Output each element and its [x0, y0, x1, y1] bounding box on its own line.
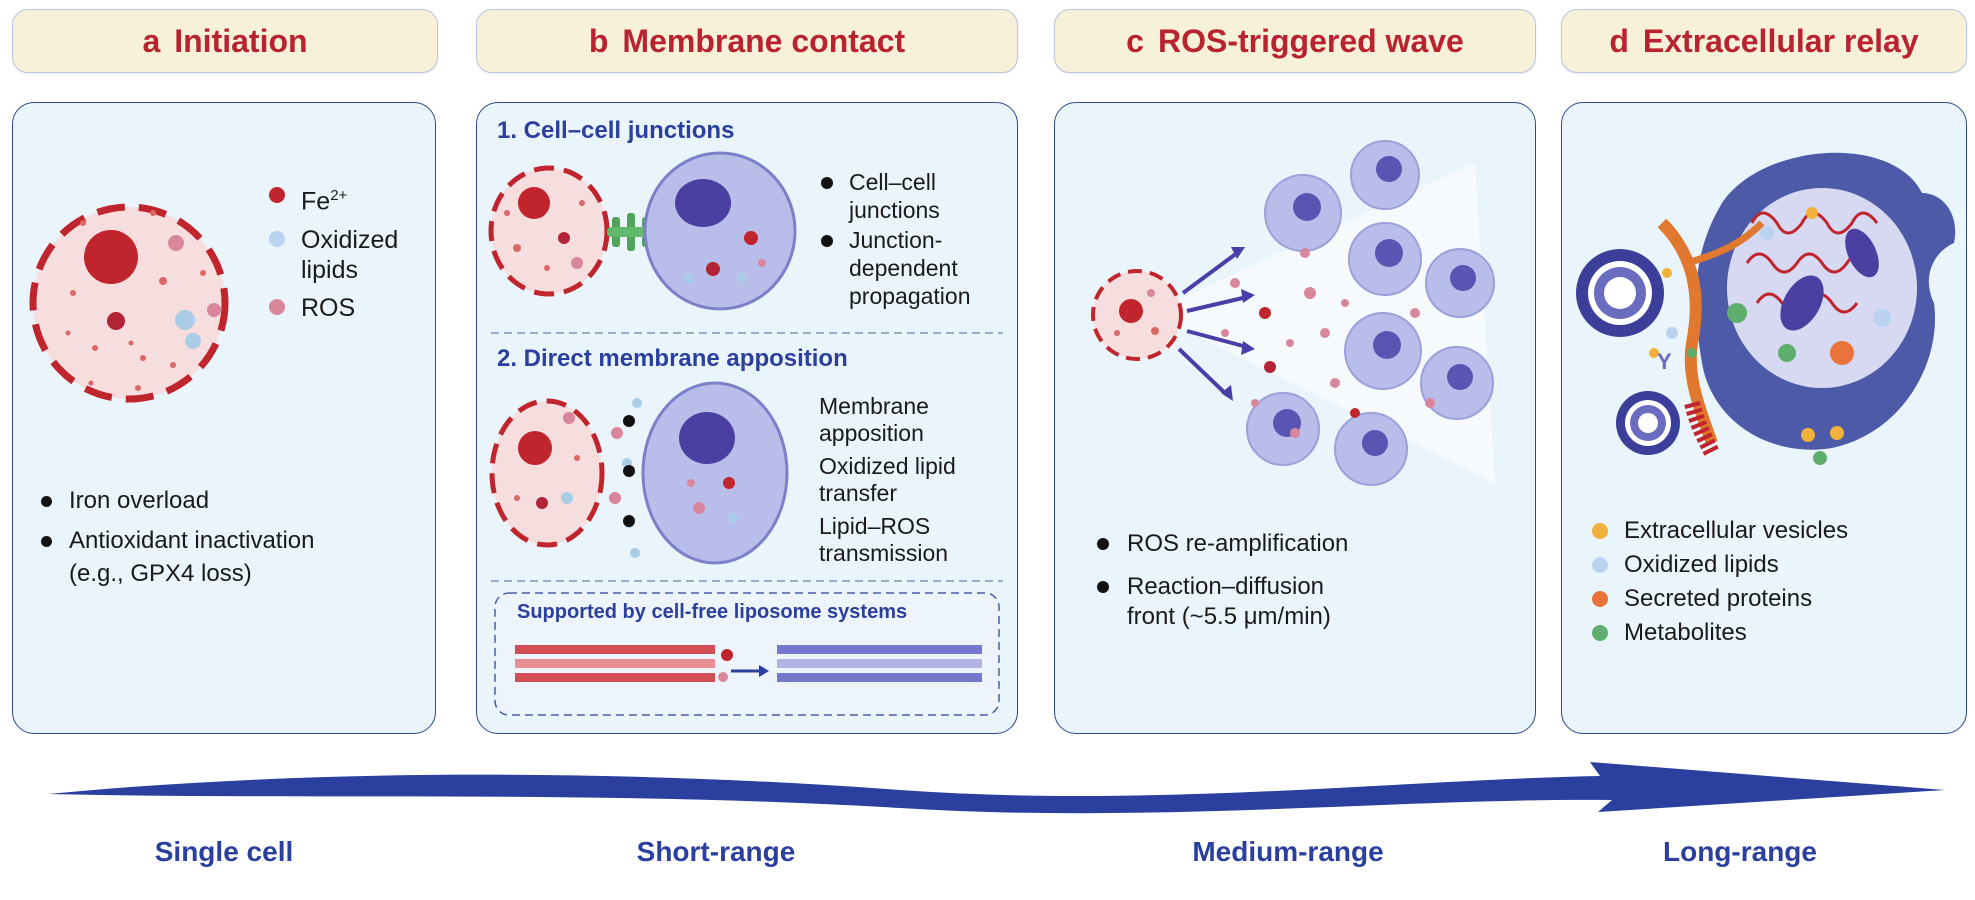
s1-bullet1-l1: Cell–cell [849, 169, 936, 195]
panel-b-header: b Membrane contact [476, 9, 1018, 73]
ros-wave-illustration [1091, 140, 1495, 593]
s1-bullet2-l1: Junction- [849, 227, 943, 253]
scale-label-medium-range: Medium-range [1192, 836, 1384, 867]
legend-metabolites: Metabolites [1624, 619, 1747, 646]
bullet-reaction-diffusion: Reaction–diffusion [1127, 573, 1325, 600]
s2-bullet3-l2: transmission [819, 540, 949, 566]
s2-bullet3-l1: Lipid–ROS [819, 513, 931, 539]
legend-extracellular-vesicles: Extracellular vesicles [1624, 517, 1849, 544]
panel-d-header: d Extracellular relay [1561, 9, 1967, 73]
panel-c-title: ROS-triggered wave [1157, 22, 1464, 59]
panel-b-title: Membrane contact [622, 22, 906, 59]
extracellular-relay-illustration: Y [1576, 152, 1956, 641]
legend-oxidized-lipids: Oxidized lipids [1624, 551, 1779, 578]
purple-bilayer [777, 645, 982, 682]
s2-bullet2-l2: transfer [819, 480, 897, 506]
bullet-antioxidant: Antioxidant inactivation [40, 527, 315, 554]
s2-bullet1-l2: apposition [819, 420, 924, 446]
bullet-antioxidant-cont: (e.g., GPX4 loss) [69, 560, 252, 587]
legend-secreted-proteins: Secreted proteins [1624, 585, 1813, 612]
panel-d-title: Extracellular relay [1642, 22, 1919, 59]
section1-title: 1. Cell–cell junctions [497, 117, 735, 144]
s2-bullet1-l1: Membrane [819, 393, 929, 419]
panel-c-header: c ROS-triggered wave [1054, 9, 1536, 73]
legend-lipids: lipids [301, 256, 358, 284]
panel-b-letter: b [588, 22, 609, 59]
panel-a-title: Initiation [174, 22, 308, 59]
junction-cells-illustration [488, 151, 1003, 716]
panel-a-letter: a [142, 22, 161, 59]
s1-bullet2-l3: propagation [849, 283, 971, 309]
legend-oxidized: Oxidized [301, 226, 399, 254]
section2-title: 2. Direct membrane apposition [497, 345, 848, 372]
bullet-iron-overload: Iron overload [40, 487, 210, 514]
panel-c-ros-wave: ROS re-amplification Reaction–diffusion … [1054, 102, 1536, 734]
red-bilayer [515, 645, 715, 682]
s1-bullet1-l2: junctions [849, 197, 940, 223]
fe-superscript: 2+ [330, 187, 348, 204]
s1-bullet2-l2: dependent [849, 255, 958, 281]
panel-d-extracellular-relay: Y Extracellular vesicles Oxidized lipids… [1561, 102, 1967, 734]
scale-label-long-range: Long-range [1663, 836, 1817, 867]
scale-label-single-cell: Single cell [154, 836, 294, 867]
legend-fe: Fe2+ [301, 187, 348, 216]
bullet-ros-reamplification: ROS re-amplification [1127, 530, 1349, 557]
ferroptotic-cell-a [29, 187, 285, 403]
panel-a-initiation: Fe2+ Oxidized lipids ROS Iron overload A… [12, 102, 436, 734]
svg-text:Y: Y [1657, 349, 1672, 374]
s2-bullet2-l1: Oxidized lipid [819, 453, 956, 479]
panel-d-letter: d [1609, 22, 1629, 59]
panel-b-membrane-contact: 1. Cell–cell junctions [476, 102, 1018, 734]
scale-label-short-range: Short-range [636, 836, 796, 867]
legend-ros: ROS [301, 294, 356, 322]
liposome-title: Supported by cell-free liposome systems [517, 601, 908, 623]
bullet-reaction-diffusion-cont: front (~5.5 μm/min) [1127, 603, 1331, 630]
panel-a-header: a Initiation [12, 9, 438, 73]
panel-c-letter: c [1126, 22, 1144, 59]
